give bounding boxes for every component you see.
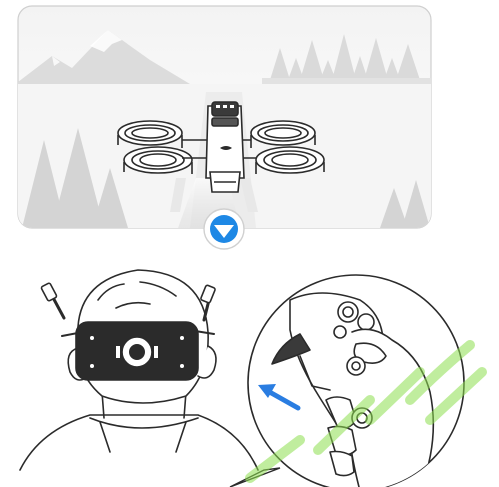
arrow-down-circle-icon [204,209,244,249]
goggles-rear-pack [76,322,198,380]
drone-body [206,102,244,192]
pilot-with-goggles [20,270,258,470]
top-panel [18,6,431,228]
